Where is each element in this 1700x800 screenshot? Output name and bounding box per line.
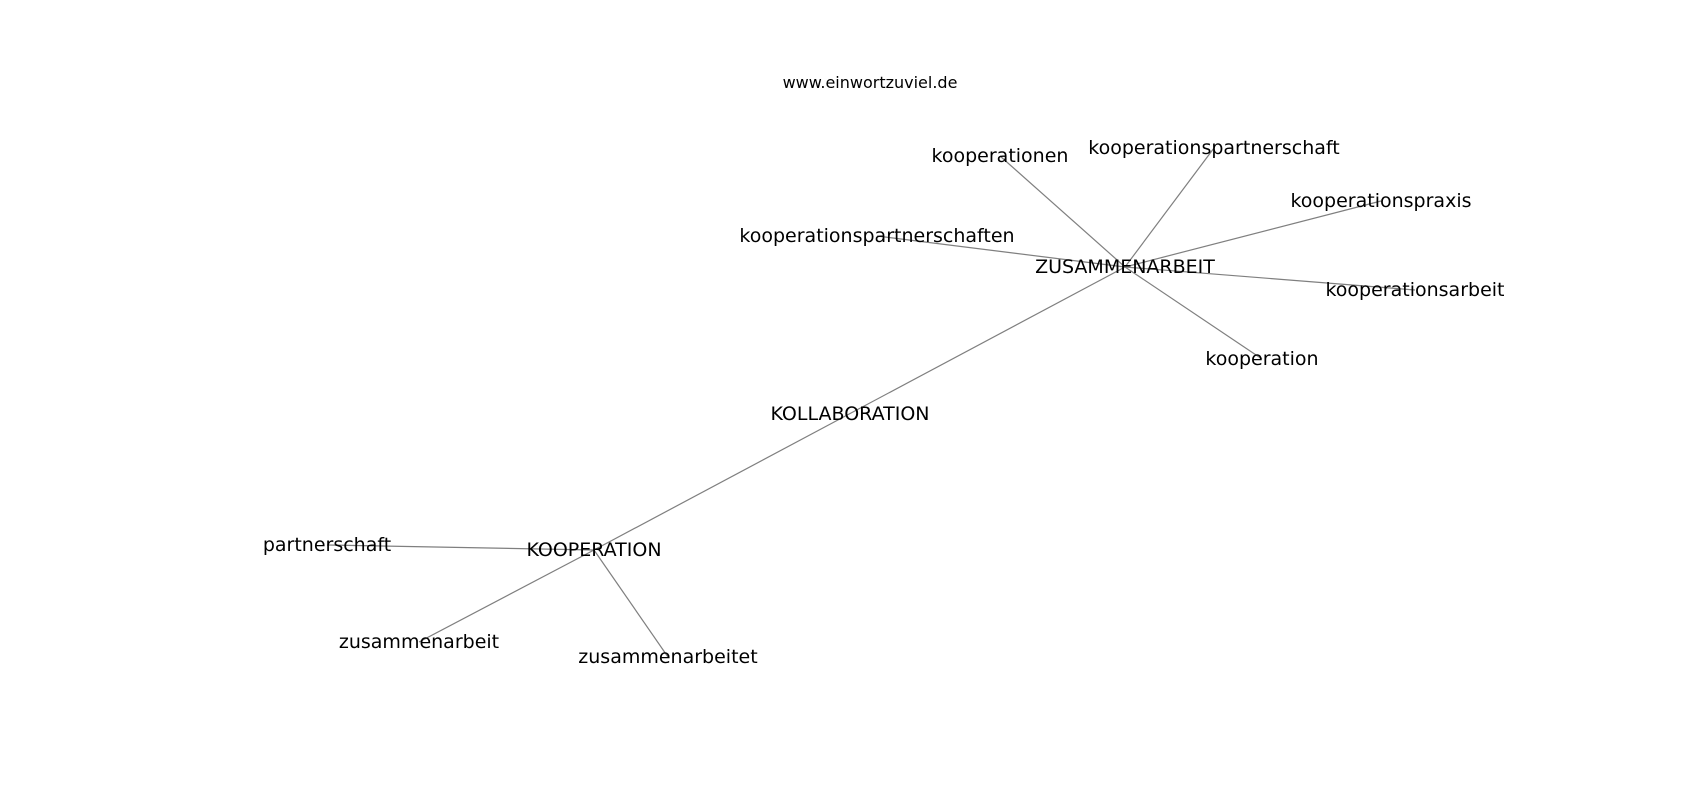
edge-kooperation_hub-zusammenarbeitet <box>593 549 669 658</box>
node-layer: ZUSAMMENARBEIT KOLLABORATION KOOPERATION ko… <box>263 137 1505 668</box>
edge-zusammenarbeit_hub-kooperationspraxis <box>1124 200 1382 268</box>
node-label-kooperation_hub: KOOPERATION <box>526 539 661 561</box>
edge-zusammenarbeit_hub-kooperationspartnerschaft <box>1124 147 1215 268</box>
edge-kooperation_hub-partnerschaft <box>326 544 595 551</box>
edge-zusammenarbeit_hub-kooperation <box>1124 266 1263 360</box>
node-label-kooperation: kooperation <box>1205 348 1318 370</box>
node-label-kollaboration: KOLLABORATION <box>771 403 930 425</box>
node-label-kooperationspartnerschaften: kooperationspartnerschaften <box>739 225 1014 247</box>
node-label-zusammenarbeit_hub: ZUSAMMENARBEIT <box>1035 256 1215 278</box>
credit-text: www.einwortzuviel.de <box>783 73 958 92</box>
edge-zusammenarbeit_hub-kooperationsarbeit <box>1124 266 1416 291</box>
edge-zusammenarbeit_hub-kooperation_hub <box>593 266 1126 551</box>
node-label-zusammenarbeit: zusammenarbeit <box>339 631 499 653</box>
node-label-kooperationspartnerschaft: kooperationspartnerschaft <box>1088 137 1339 159</box>
edge-zusammenarbeit_hub-kooperationspartnerschaften <box>876 235 1126 268</box>
node-label-kooperationspraxis: kooperationspraxis <box>1290 190 1471 212</box>
node-label-kooperationsarbeit: kooperationsarbeit <box>1325 279 1504 301</box>
node-label-zusammenarbeitet: zusammenarbeitet <box>578 646 757 668</box>
edge-layer <box>326 147 1416 658</box>
edge-kooperation_hub-zusammenarbeit <box>418 549 595 643</box>
node-label-kooperationen: kooperationen <box>932 145 1069 167</box>
node-label-partnerschaft: partnerschaft <box>263 534 391 556</box>
edge-zusammenarbeit_hub-kooperationen <box>999 155 1126 268</box>
